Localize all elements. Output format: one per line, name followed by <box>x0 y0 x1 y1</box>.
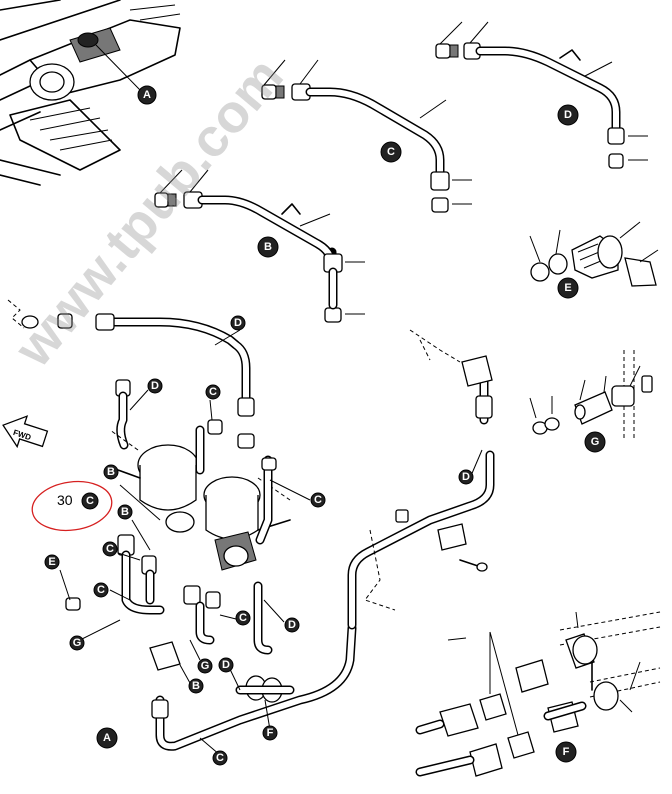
svg-text:C: C <box>387 146 395 158</box>
svg-text:B: B <box>107 466 115 478</box>
svg-text:B: B <box>121 506 129 518</box>
callout-d: D <box>230 315 246 331</box>
fitting-detail-e <box>529 221 659 287</box>
svg-text:C: C <box>209 386 217 398</box>
callout-d: D <box>147 378 163 394</box>
view-label-b: B <box>257 236 279 258</box>
svg-text:F: F <box>563 746 570 758</box>
callout-g: G <box>197 658 213 674</box>
svg-text:B: B <box>192 680 200 692</box>
svg-text:D: D <box>222 659 230 671</box>
svg-text:D: D <box>288 619 296 631</box>
svg-text:C: C <box>97 584 105 596</box>
svg-text:F: F <box>267 727 274 739</box>
svg-text:D: D <box>564 109 572 121</box>
callout-c: C <box>102 541 118 557</box>
callout-g: G <box>69 635 85 651</box>
callout-c: C <box>93 582 109 598</box>
callout-e: E <box>44 554 60 570</box>
tube-detail-d <box>435 21 648 169</box>
view-label-a-top: A <box>137 85 157 105</box>
callout-d: D <box>284 617 300 633</box>
union-detail-f <box>415 611 661 777</box>
svg-text:C: C <box>216 752 224 764</box>
svg-text:A: A <box>103 732 111 744</box>
view-label-c: C <box>380 141 402 163</box>
callout-b: B <box>188 678 204 694</box>
main-assembly <box>7 299 495 756</box>
callout-c: C <box>310 492 326 508</box>
tube-detail-c <box>261 59 472 213</box>
svg-text:C: C <box>106 543 114 555</box>
svg-text:A: A <box>143 89 151 101</box>
svg-text:C: C <box>314 494 322 506</box>
view-label-a: A <box>96 727 118 749</box>
fwd-arrow-icon: FWD <box>2 415 49 449</box>
svg-text:G: G <box>591 436 600 448</box>
view-label-e: E <box>557 277 579 299</box>
svg-text:B: B <box>264 241 272 253</box>
callout-c: C <box>235 610 251 626</box>
view-label-g: G <box>584 431 606 453</box>
svg-text:E: E <box>564 282 571 294</box>
engine-detail-a <box>0 0 181 186</box>
svg-text:G: G <box>201 660 210 672</box>
callout-c: C <box>205 384 221 400</box>
annotation-number: 30 <box>57 492 73 508</box>
svg-text:D: D <box>234 317 242 329</box>
annotation-letter: C <box>86 495 94 507</box>
svg-text:D: D <box>462 471 470 483</box>
callout-b: B <box>103 464 119 480</box>
view-label-d: D <box>557 104 579 126</box>
annotation-highlight: 30 C <box>31 480 113 532</box>
svg-text:G: G <box>73 637 82 649</box>
view-label-f: F <box>555 741 577 763</box>
callout-d: D <box>218 657 234 673</box>
callout-b: B <box>117 504 133 520</box>
svg-text:D: D <box>151 380 159 392</box>
svg-text:E: E <box>48 556 55 568</box>
bracket-detail-g <box>529 350 653 440</box>
callout-c: C <box>212 750 228 766</box>
svg-text:C: C <box>239 612 247 624</box>
callout-f: F <box>262 725 278 741</box>
callout-d: D <box>458 469 474 485</box>
tube-detail-b <box>154 169 365 323</box>
